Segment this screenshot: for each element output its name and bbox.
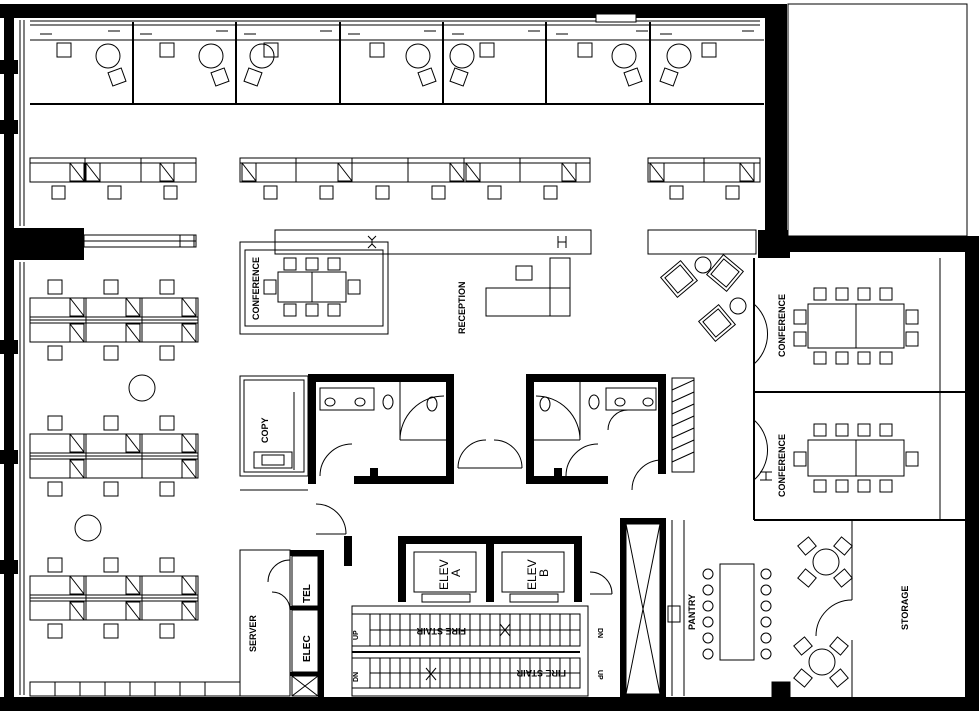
lounge-chairs xyxy=(659,253,747,343)
label-elevator-a-2: A xyxy=(449,569,463,577)
room-labels: CONFERENCE RECEPTION CONFERENCE CONFEREN… xyxy=(248,257,910,682)
label-stair-up-2: UP xyxy=(596,670,603,680)
exterior-walls xyxy=(0,4,979,711)
label-stair-dn-1: DN xyxy=(596,628,603,638)
center-conference xyxy=(239,241,389,335)
utility-rooms xyxy=(239,536,352,698)
west-workstations xyxy=(29,234,241,697)
label-stair-dn-2: DN xyxy=(353,672,360,682)
label-elevator-b-2: B xyxy=(537,569,551,577)
copy-room xyxy=(239,375,309,491)
roof-terrace xyxy=(787,3,968,237)
label-elevator-b-1: ELEV xyxy=(525,559,539,590)
label-tel: TEL xyxy=(302,584,313,603)
core-doors xyxy=(315,459,663,535)
storage-and-lounge xyxy=(771,520,853,699)
label-copy: COPY xyxy=(260,417,270,443)
fire-stairs xyxy=(351,605,589,697)
stair-door xyxy=(589,571,613,595)
label-conference-east-1: CONFERENCE xyxy=(777,294,787,357)
reception-desk xyxy=(274,229,757,317)
window-lines xyxy=(19,13,780,695)
label-reception: RECEPTION xyxy=(457,281,467,334)
east-conference-rooms xyxy=(753,258,965,521)
label-stair-up-1: UP xyxy=(353,630,360,640)
label-conference-east-2: CONFERENCE xyxy=(777,434,787,497)
pantry xyxy=(667,520,772,696)
label-fire-stair-1: FIRE STAIR xyxy=(416,626,466,636)
label-fire-stair-2: FIRE STAIR xyxy=(516,668,566,678)
label-storage: STORAGE xyxy=(900,586,910,630)
label-elevator-a-1: ELEV xyxy=(437,559,451,590)
bench-desks-top xyxy=(29,157,761,200)
top-offices xyxy=(30,22,764,105)
label-server: SERVER xyxy=(248,615,258,652)
shaft xyxy=(620,518,666,698)
restrooms xyxy=(308,374,695,484)
label-conference-center: CONFERENCE xyxy=(251,257,261,320)
elevators xyxy=(398,536,582,603)
label-pantry: PANTRY xyxy=(687,594,697,630)
label-elec: ELEC xyxy=(302,635,313,662)
